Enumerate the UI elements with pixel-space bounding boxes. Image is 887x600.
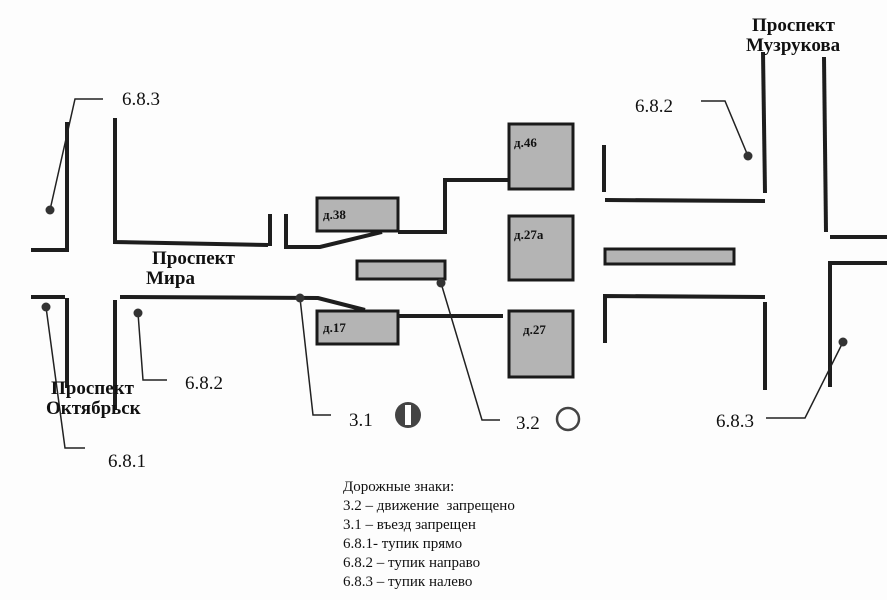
building-d38 — [315, 196, 400, 233]
building-label: д.27а — [514, 227, 544, 242]
leader-line — [45, 306, 85, 449]
sign-label: 6.8.1 — [108, 451, 146, 472]
no-traffic-sign-icon — [555, 406, 581, 432]
leader-line — [440, 282, 500, 421]
buildings — [315, 122, 736, 379]
road-edge — [761, 51, 767, 194]
leader-line — [766, 341, 844, 419]
road-edge — [284, 214, 383, 249]
street-label-oktyabrsky: Проспект Октябрьск — [46, 379, 141, 419]
building-label: д.27 — [523, 322, 546, 337]
road-edge — [398, 178, 508, 234]
sign-positions — [41, 151, 848, 347]
sign-dot — [838, 337, 848, 347]
street-label-line: Проспект — [51, 378, 134, 399]
sign-dot — [133, 308, 143, 318]
building-label: д.46 — [514, 135, 537, 150]
sign-label: 6.8.3 — [716, 411, 754, 432]
road-edges — [31, 51, 887, 410]
leader-lines — [45, 98, 844, 449]
road-edge — [31, 122, 69, 252]
sign-dot — [436, 278, 446, 288]
sign-label: 3.1 — [349, 410, 373, 431]
road-edge — [603, 293, 766, 343]
legend-item: 6.8.1- тупик прямо — [343, 536, 463, 552]
no-entry-sign-icon — [395, 402, 421, 428]
street-label-line: Мира — [146, 268, 195, 289]
sign-dot — [41, 302, 51, 312]
sign-dot — [295, 293, 305, 303]
building-d27a — [507, 214, 575, 282]
road-edge — [604, 198, 766, 203]
sign-label: 6.8.2 — [635, 96, 673, 117]
legend-item: 6.8.2 – тупик направо — [343, 555, 481, 571]
median-right — [603, 247, 736, 266]
leader-line — [701, 100, 749, 157]
leader-line — [137, 312, 167, 381]
sign-dot — [45, 205, 55, 215]
street-label-line: Октябрьск — [46, 398, 141, 419]
street-label-line: Музрукова — [746, 35, 841, 56]
sign-dot — [743, 151, 753, 161]
legend-item: 3.1 – въезд запрещен — [343, 517, 476, 533]
street-label-muzrukova: Проспект Музрукова — [746, 16, 840, 56]
road-edge — [822, 56, 828, 233]
legend-item: 3.2 – движение запрещено — [343, 498, 515, 514]
sign-label: 3.2 — [516, 413, 540, 434]
road-edge — [113, 118, 269, 247]
legend-item: 6.8.3 – тупик налево — [343, 574, 473, 590]
street-label-line: Проспект — [152, 248, 235, 269]
sign-label: 6.8.2 — [185, 373, 223, 394]
building-d17 — [315, 309, 400, 346]
building-label: д.38 — [323, 207, 346, 222]
building-d27 — [507, 309, 575, 379]
sign-label: 6.8.3 — [122, 89, 160, 110]
legend-title: Дорожные знаки: — [343, 479, 455, 495]
median-left — [355, 259, 447, 281]
legend: Дорожные знаки: 3.2 – движение запрещено… — [343, 478, 515, 592]
street-label-mira: Проспект Мира — [146, 249, 235, 289]
street-label-line: Проспект — [752, 15, 835, 36]
road-edge — [828, 261, 887, 387]
building-label: д.17 — [323, 320, 346, 335]
road-edge — [119, 295, 366, 312]
leader-line — [49, 98, 103, 211]
leader-line — [299, 297, 331, 416]
building-d46 — [507, 122, 575, 191]
